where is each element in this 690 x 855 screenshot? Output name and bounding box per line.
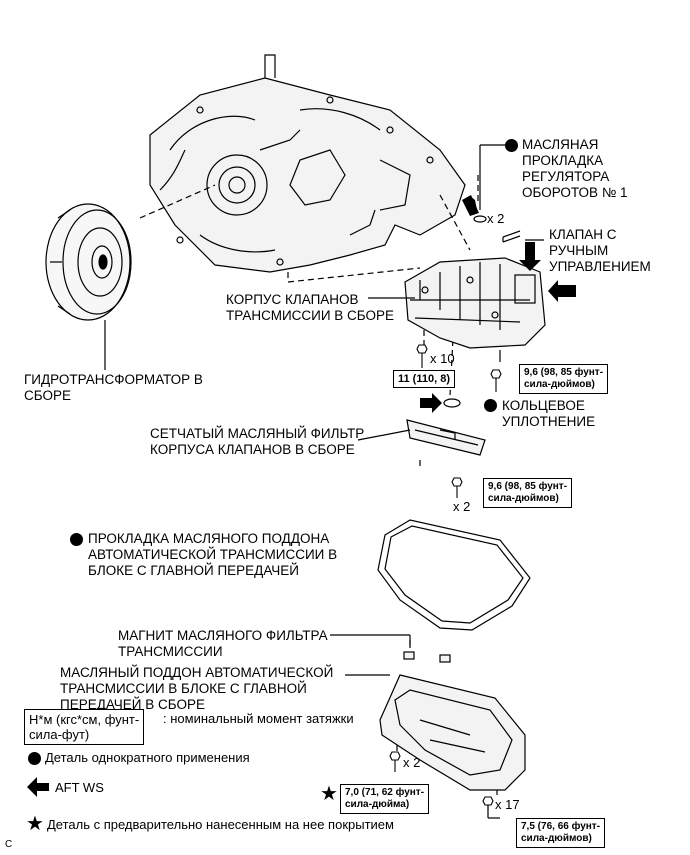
legend-non-reusable: Деталь однократного применения: [45, 750, 250, 765]
magnet-drawing: [403, 651, 415, 660]
legend-unit-text: : номинальный момент затяжки: [163, 711, 354, 726]
o-ring-drawing: [443, 398, 461, 408]
valve-body-drawing: [404, 257, 546, 349]
gasket-qty: x 2: [487, 211, 505, 226]
transmission-assembly-drawing: [149, 54, 466, 273]
torque-strainer: 9,6 (98, 85 фунт-сила-дюймов): [483, 478, 573, 508]
pan-gasket-drawing: [377, 519, 531, 631]
valve-bolts-qty: x 10: [430, 351, 455, 366]
oil-pan-drawing: [379, 674, 526, 791]
torque-valve-body-small: 9,6 (98, 85 фунт-сила-дюймов): [519, 364, 609, 394]
strainer-drawing: [406, 419, 486, 456]
bolts: [389, 344, 502, 810]
arrows: [27, 195, 576, 797]
torque-pan-b: 7,5 (76, 66 фунт-сила-дюймов): [516, 818, 606, 848]
legend-aft-ws: AFT WS: [55, 780, 104, 795]
non-reusable-dot: [505, 139, 518, 152]
strainer-bolts-qty: x 2: [453, 499, 471, 514]
torque-valve-body-main: 11 (110, 8): [393, 370, 455, 388]
torque-converter-drawing: [45, 203, 132, 321]
precoated-star-icon: ★: [320, 783, 338, 805]
pan-bolts-a-qty: x 2: [403, 755, 421, 770]
non-reusable-dot: [70, 533, 83, 546]
torque-pan-a: 7,0 (71, 62 фунт-сила-дюйма): [340, 784, 430, 814]
legend-unit-box: Н*м (кгс*см, фунт-сила-фут): [24, 709, 145, 745]
corner-mark: C: [5, 839, 12, 850]
legend-precoated: Деталь с предварительно нанесенным на не…: [47, 817, 394, 832]
legend-star-icon: ★: [26, 813, 44, 835]
non-reusable-dot: [484, 399, 497, 412]
manual-valve-drawing: [502, 230, 521, 243]
pan-bolts-b-qty: x 17: [495, 797, 520, 812]
legend-dot-icon: [28, 752, 41, 765]
